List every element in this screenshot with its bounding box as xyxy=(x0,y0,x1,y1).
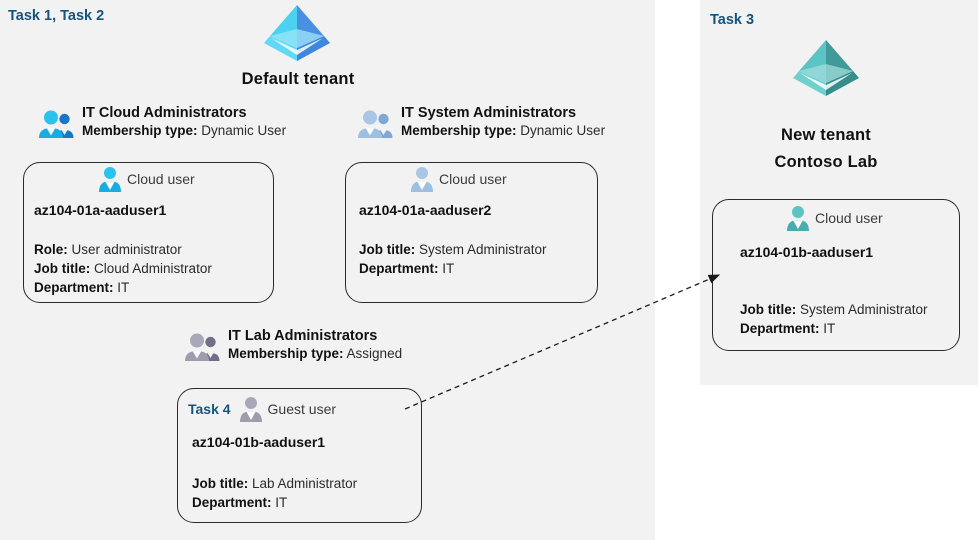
card-attr-key: Job title: xyxy=(192,476,249,491)
card-task-tag: Task 4 xyxy=(188,401,231,417)
user-card[interactable] xyxy=(177,388,422,523)
card-header: Cloud user xyxy=(98,166,195,192)
card-attr-key: Department: xyxy=(34,280,114,295)
card-attributes: Job title: Lab Administrator Department:… xyxy=(192,474,357,512)
card-attr-row: Job title: Lab Administrator xyxy=(192,474,357,493)
card-attr-value: IT xyxy=(275,495,288,510)
group-name: IT Cloud Administrators xyxy=(82,105,247,121)
card-attr-key: Job title: xyxy=(740,302,797,317)
card-attributes: Role: User administrator Job title: Clou… xyxy=(34,240,212,297)
group-name: IT Lab Administrators xyxy=(228,328,378,344)
users-group-icon xyxy=(357,109,395,139)
card-attr-key: Department: xyxy=(192,495,272,510)
group-membership-value: Dynamic User xyxy=(201,123,287,138)
group-membership-value: Dynamic User xyxy=(520,123,606,138)
cloud-user-icon xyxy=(786,205,810,231)
card-username: az104-01a-aaduser1 xyxy=(34,202,167,218)
card-attr-row: Role: User administrator xyxy=(34,240,212,259)
task-label-right: Task 3 xyxy=(710,12,755,28)
users-group-icon xyxy=(38,109,76,139)
card-attr-value: Lab Administrator xyxy=(252,476,358,491)
group-membership: Membership type: Dynamic User xyxy=(401,123,605,138)
tenant-pyramid-icon xyxy=(262,3,332,65)
card-attributes: Job title: System Administrator Departme… xyxy=(359,240,547,278)
users-group-icon xyxy=(184,332,222,362)
card-username: az104-01a-aaduser2 xyxy=(359,202,492,218)
group-it-cloud-administrators: IT Cloud Administrators Membership type:… xyxy=(38,105,286,139)
default-tenant-caption: Default tenant xyxy=(241,70,355,88)
card-user-type: Cloud user xyxy=(439,171,507,187)
card-attr-row: Department: IT xyxy=(192,493,357,512)
card-attr-value: User administrator xyxy=(71,242,182,257)
card-attr-key: Department: xyxy=(740,321,820,336)
card-attr-row: Department: IT xyxy=(359,259,547,278)
group-membership: Membership type: Assigned xyxy=(228,346,402,361)
group-membership-key: Membership type: xyxy=(82,123,198,138)
new-tenant-caption-line1: New tenant xyxy=(780,126,871,144)
card-header: Cloud user xyxy=(786,205,883,231)
group-name: IT System Administrators xyxy=(401,105,577,121)
default-tenant-panel xyxy=(0,0,655,540)
card-attr-value: IT xyxy=(117,280,130,295)
guest-user-icon xyxy=(239,396,263,422)
card-username: az104-01b-aaduser1 xyxy=(740,244,874,260)
card-username: az104-01b-aaduser1 xyxy=(192,434,326,450)
card-attr-row: Department: IT xyxy=(740,319,928,338)
card-header: Cloud user xyxy=(410,166,507,192)
card-attr-value: System Administrator xyxy=(419,242,547,257)
card-attr-value: Cloud Administrator xyxy=(94,261,212,276)
group-membership-key: Membership type: xyxy=(228,346,344,361)
group-it-lab-administrators: IT Lab Administrators Membership type: A… xyxy=(184,328,402,362)
card-attr-row: Job title: Cloud Administrator xyxy=(34,259,212,278)
card-user-type: Cloud user xyxy=(127,171,195,187)
card-attr-key: Job title: xyxy=(359,242,416,257)
card-attr-key: Role: xyxy=(34,242,68,257)
card-header: Task 4 Guest user xyxy=(188,396,336,422)
user-card[interactable] xyxy=(23,162,274,303)
card-attr-row: Job title: System Administrator xyxy=(740,300,928,319)
cloud-user-icon xyxy=(98,166,122,192)
card-user-type: Cloud user xyxy=(815,210,883,226)
cloud-user-icon xyxy=(410,166,434,192)
card-attr-value: IT xyxy=(442,261,455,276)
card-attr-key: Department: xyxy=(359,261,439,276)
card-attributes: Job title: System Administrator Departme… xyxy=(740,300,928,338)
card-user-type: Guest user xyxy=(267,401,337,417)
task-label-left: Task 1, Task 2 xyxy=(8,8,105,24)
group-membership-value: Assigned xyxy=(346,346,403,361)
card-attr-value: IT xyxy=(823,321,836,336)
card-attr-key: Job title: xyxy=(34,261,91,276)
group-it-system-administrators: IT System Administrators Membership type… xyxy=(357,105,605,139)
card-attr-value: System Administrator xyxy=(800,302,928,317)
group-membership-key: Membership type: xyxy=(401,123,517,138)
group-membership: Membership type: Dynamic User xyxy=(82,123,286,138)
card-attr-row: Department: IT xyxy=(34,278,212,297)
card-attr-row: Job title: System Administrator xyxy=(359,240,547,259)
tenant-pyramid-icon xyxy=(791,38,861,100)
new-tenant-caption-line2: Contoso Lab xyxy=(774,153,878,171)
